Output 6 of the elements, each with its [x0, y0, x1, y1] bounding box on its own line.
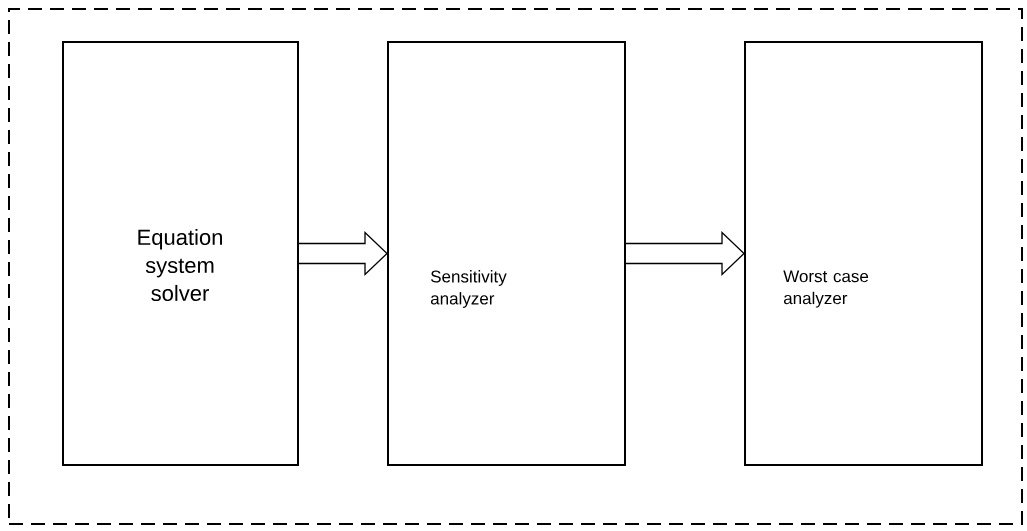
process-box: Equation system solver [62, 41, 299, 466]
process-box: Worst case analyzer [744, 41, 983, 466]
dashed-frame [8, 8, 1023, 525]
process-box: Sensitivity analyzer [387, 41, 626, 466]
block-arrow [625, 231, 745, 276]
block-arrow [298, 231, 388, 276]
